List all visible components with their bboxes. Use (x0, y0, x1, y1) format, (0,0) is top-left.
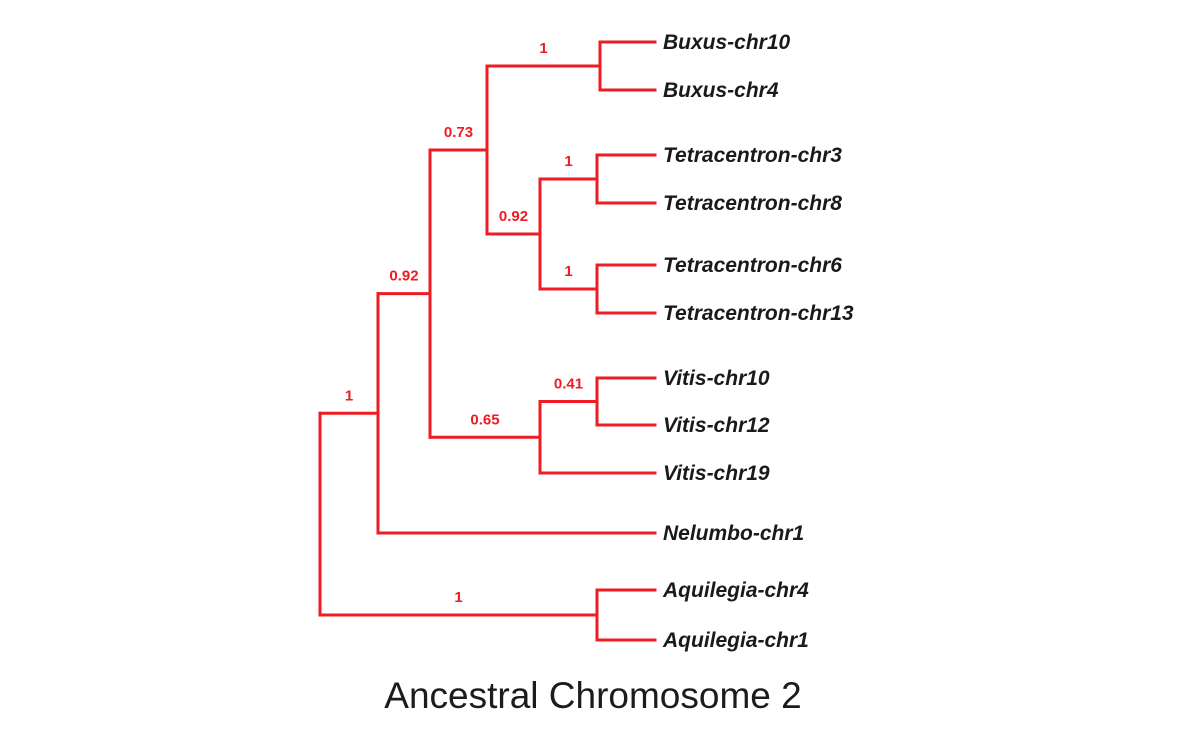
support-label: 0.73 (444, 124, 473, 141)
support-label: 1 (539, 40, 547, 57)
tip-label: Buxus-chr10 (663, 31, 791, 54)
tip-label: Vitis-chr19 (663, 462, 770, 485)
tip-label: Aquilegia-chr1 (662, 629, 809, 652)
support-label: 0.41 (554, 376, 583, 393)
tip-label: Tetracentron-chr3 (663, 144, 842, 167)
tip-label: Nelumbo-chr1 (663, 522, 804, 545)
support-label: 0.65 (470, 411, 499, 428)
tip-label: Vitis-chr10 (663, 367, 770, 390)
figure-title: Ancestral Chromosome 2 (384, 675, 801, 716)
tree-layer: Buxus-chr10Buxus-chr4Tetracentron-chr3Te… (318, 31, 854, 652)
support-label: 0.92 (499, 208, 528, 225)
tip-label: Aquilegia-chr4 (662, 579, 809, 602)
tip-label: Vitis-chr12 (663, 414, 770, 437)
support-label: 1 (454, 589, 462, 606)
tip-label: Tetracentron-chr8 (663, 192, 842, 215)
support-label: 1 (564, 263, 572, 280)
tip-label: Buxus-chr4 (663, 79, 779, 102)
support-label: 1 (345, 387, 353, 404)
tip-label: Tetracentron-chr13 (663, 302, 854, 325)
tip-label: Tetracentron-chr6 (663, 254, 842, 277)
support-label: 0.92 (389, 268, 418, 285)
support-label: 1 (564, 153, 572, 170)
